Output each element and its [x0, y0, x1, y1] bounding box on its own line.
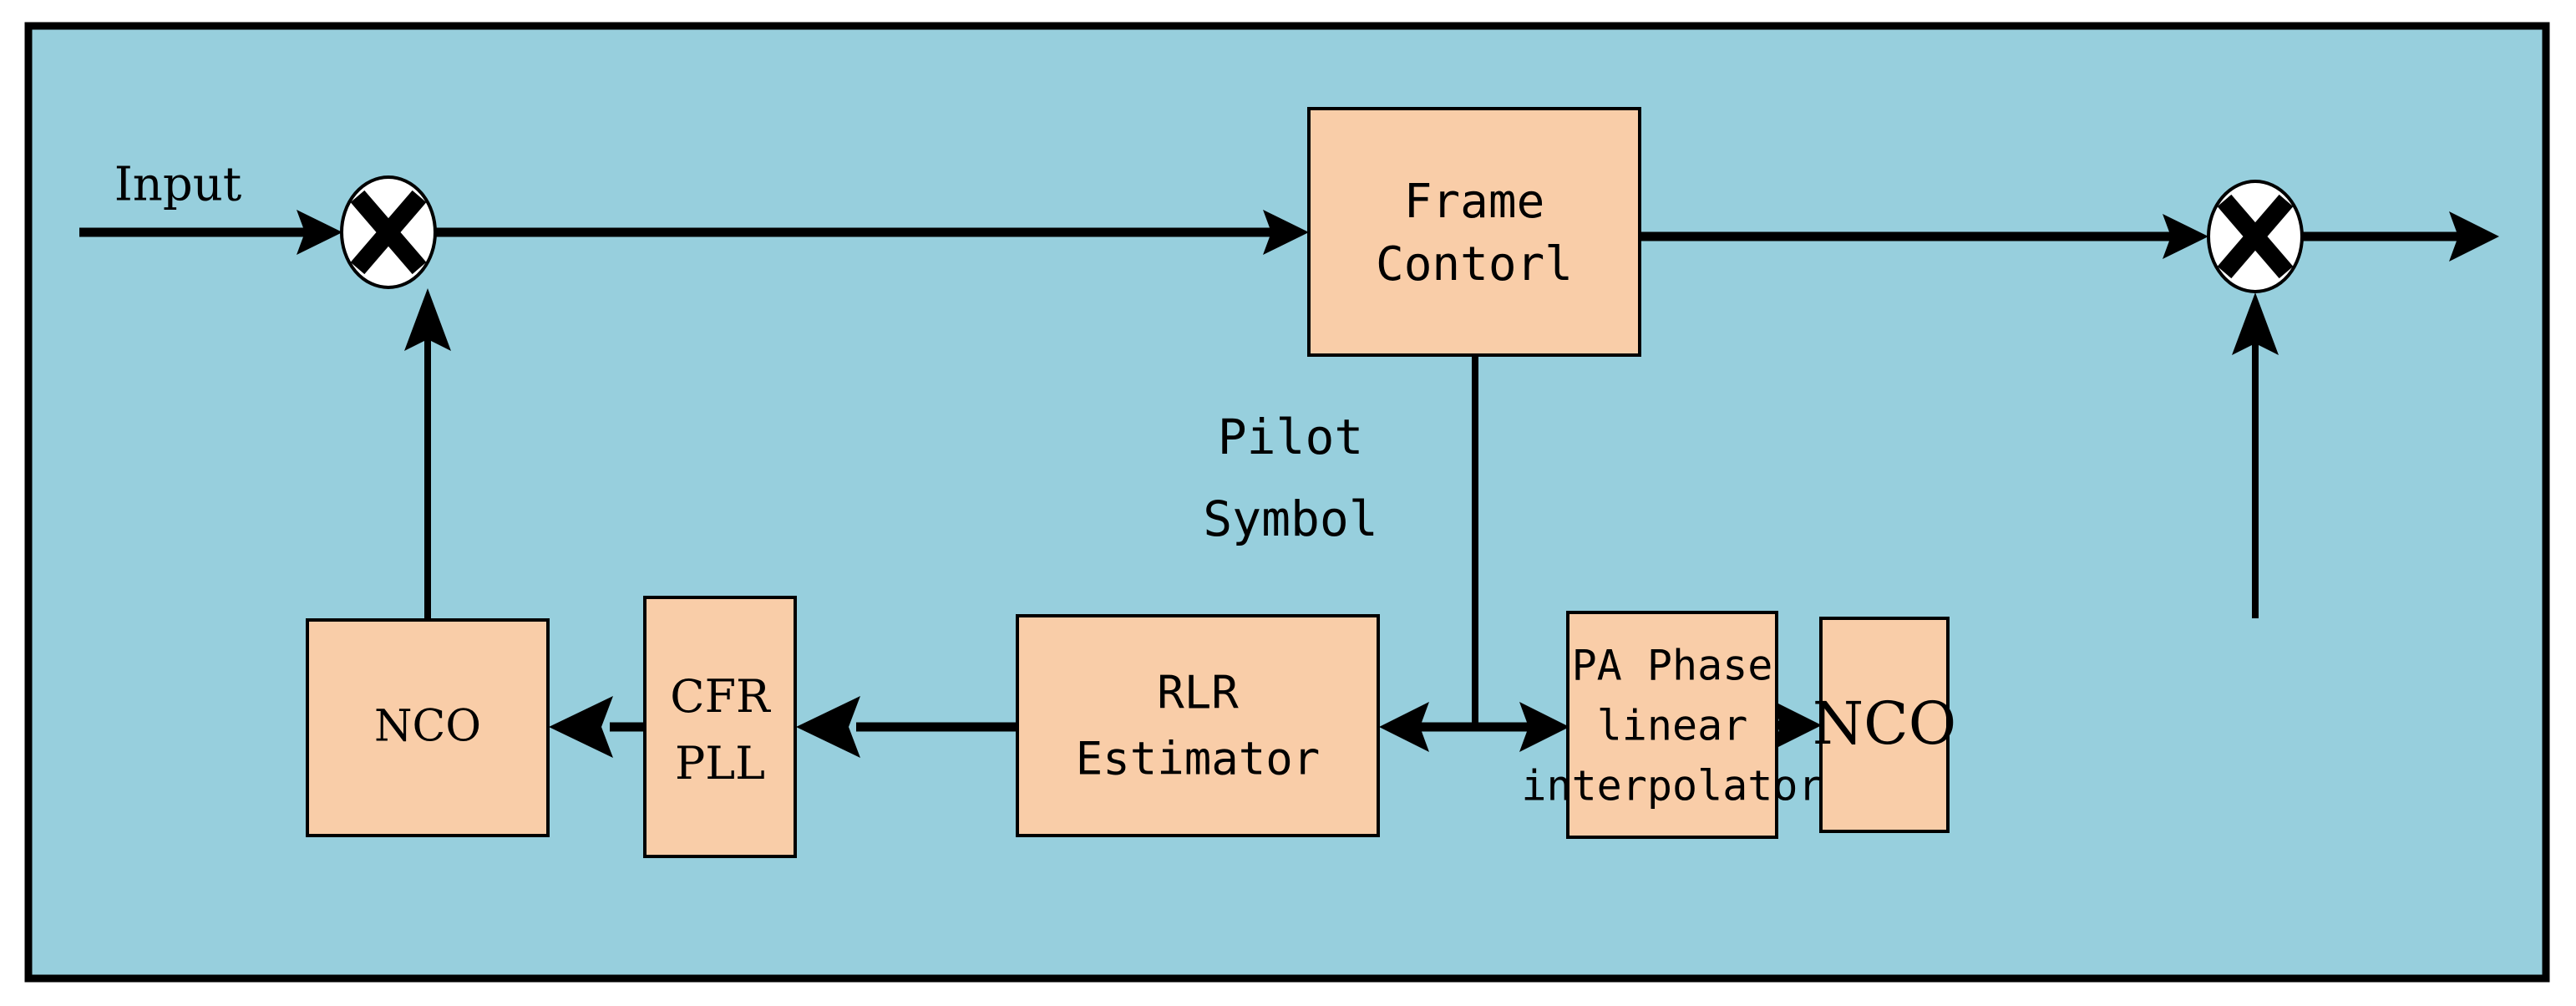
block-rlr-estimator-label-line-1: RLR [1157, 667, 1239, 719]
block-pa-phase-label-line-2: linear [1597, 702, 1748, 750]
block-cfr-pll-label-line-2: PLL [675, 737, 765, 790]
block-pa-phase-label-line-3: interpolator [1521, 762, 1823, 810]
wire-mixer-right-to-output [2302, 211, 2499, 262]
wire-nco-right-to-mixer-right [2232, 292, 2279, 618]
arrow-head-mixer-left-lo-in [404, 288, 451, 351]
block-rlr-estimator[interactable]: RLR Estimator [1016, 614, 1380, 837]
block-cfr-pll-label-line-1: CFR [670, 670, 771, 723]
wire-nco-left-to-mixer-left [404, 288, 451, 620]
block-nco-right[interactable]: NCO [1813, 617, 1956, 833]
arrow-head-mixer-right-in [2163, 214, 2208, 259]
pilot-symbol-label-line-1: Pilot [1218, 409, 1364, 465]
mixer-left[interactable] [340, 175, 437, 289]
block-frame-control[interactable]: Frame Contorl [1307, 107, 1641, 357]
arrow-head-nco-left-in [549, 696, 613, 758]
block-cfr-pll[interactable]: CFR PLL [643, 596, 797, 858]
wire-mixer-left-to-frame-control [435, 210, 1309, 255]
wire-pa-phase-to-nco-right [1772, 700, 1822, 750]
block-nco-left-label: NCO [374, 702, 481, 752]
block-nco-left[interactable]: NCO [306, 618, 550, 837]
input-label: Input [114, 158, 242, 212]
mixer-right[interactable] [2207, 180, 2304, 293]
arrow-head-frame-control-in [1263, 210, 1309, 255]
block-nco-right-label: NCO [1813, 689, 1956, 758]
arrow-head-input [297, 210, 342, 255]
pilot-symbol-label-line-2: Symbol [1203, 490, 1378, 547]
block-rlr-estimator-label-line-2: Estimator [1076, 733, 1321, 785]
arrow-head-rlr-estimator-in [1379, 702, 1429, 752]
arrow-head-nco-right-in [1772, 700, 1822, 750]
arrow-head-pa-phase-in [1519, 702, 1569, 752]
block-frame-control-label-line-1: Frame [1404, 175, 1545, 229]
wire-pilot-bus [1379, 702, 1569, 752]
block-frame-control-label-line-2: Contorl [1376, 237, 1573, 292]
wire-cfr-pll-to-nco-left [549, 696, 645, 758]
wire-input-to-mixer-left [79, 210, 342, 255]
arrow-head-mixer-right-lo-in [2232, 292, 2279, 355]
arrow-head-output [2449, 211, 2499, 262]
block-pa-phase-linear-interpolator[interactable]: PA Phase linear interpolator [1521, 611, 1823, 839]
wire-rlr-to-cfr-pll [796, 696, 1017, 758]
block-pa-phase-label-line-1: PA Phase [1572, 642, 1773, 690]
wire-frame-control-to-mixer-right [1640, 214, 2208, 259]
arrow-head-cfr-pll-in [796, 696, 860, 758]
